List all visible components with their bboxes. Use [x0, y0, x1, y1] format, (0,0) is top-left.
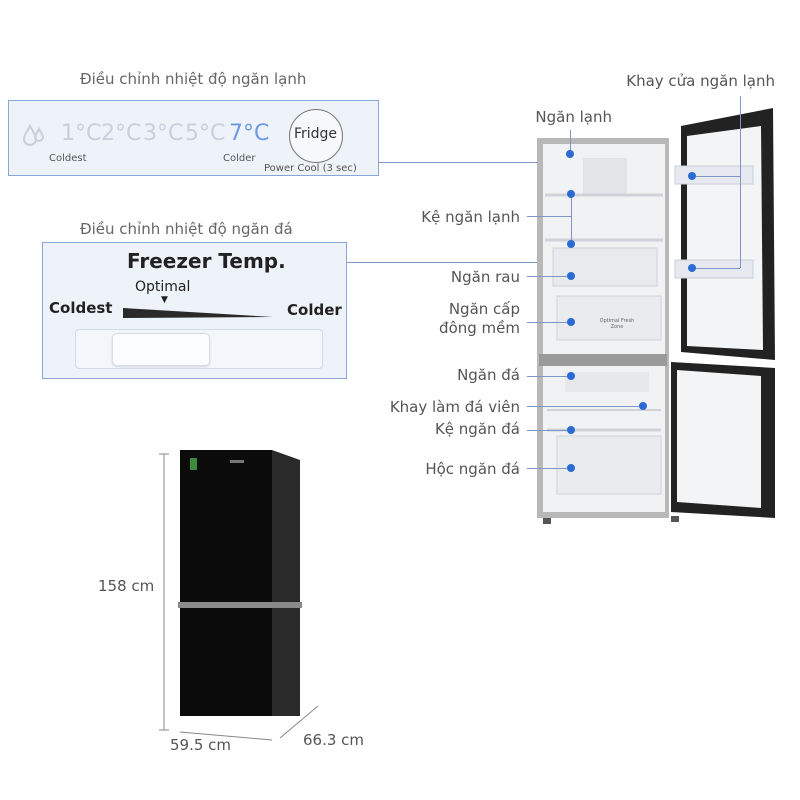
callout-fridge: Ngăn lạnh: [535, 108, 612, 126]
leader-soft-freeze: [527, 322, 571, 323]
freezer-control-panel: Freezer Temp. Optimal ▼ Coldest Colder: [42, 242, 347, 379]
callout-freezer: Ngăn đá: [457, 366, 520, 384]
power-cool-caption: Power Cool (3 sec): [264, 163, 357, 174]
leader-vegetable: [527, 276, 571, 277]
drawer-text-line1: Optimal Fresh: [600, 318, 635, 324]
leader-fridge-shelf: [527, 216, 571, 217]
dot-freezer-box: [567, 464, 575, 472]
leader-door-tray-v2: [740, 176, 741, 268]
dot-ice-tray: [639, 402, 647, 410]
dot-door-tray: [688, 172, 696, 180]
leader-fridge-shelf-v: [571, 194, 572, 244]
dot-soft-freeze: [567, 318, 575, 326]
slider-knob[interactable]: [112, 333, 210, 366]
freezer-control-title: Điều chỉnh nhiệt độ ngăn đá: [80, 220, 293, 238]
callout-soft-freeze-line2: đông mềm: [439, 319, 520, 337]
fridge-control-panel: 1°C 2°C 3°C 5°C 7°C Coldest Colder Fridg…: [8, 100, 379, 176]
dot-fridge-shelf-1: [567, 190, 575, 198]
callout-fridge-shelf: Kệ ngăn lạnh: [421, 208, 520, 226]
fridge-closed-illustration: [159, 450, 319, 741]
leader-freezer: [527, 376, 571, 377]
temp-2[interactable]: 2°C: [101, 121, 142, 146]
callout-freezer-shelf: Kệ ngăn đá: [434, 420, 520, 438]
fridge-panel-connector: [379, 162, 641, 163]
temp-1[interactable]: 1°C: [61, 121, 102, 146]
freezer-temp-heading: Freezer Temp.: [127, 249, 286, 273]
dimension-depth: 66.3 cm: [303, 731, 365, 749]
fridge-button-label: Fridge: [293, 126, 338, 142]
callout-soft-freeze-line1: Ngăn cấp: [448, 300, 520, 318]
dimension-width: 59.5 cm: [170, 736, 232, 754]
dot-fridge-shelf-2: [567, 240, 575, 248]
callout-vegetable: Ngăn rau: [450, 268, 520, 286]
temp-5[interactable]: 5°C: [185, 121, 226, 146]
dot-vegetable: [567, 272, 575, 280]
temp-7[interactable]: 7°C: [229, 121, 270, 146]
leader-door-tray: [740, 96, 741, 176]
dot-fridge: [566, 150, 574, 158]
leader-fridge: [570, 130, 571, 156]
freezer-colder-label: Colder: [287, 301, 342, 319]
drawer-text-line2: Zone: [611, 324, 624, 330]
water-drop-icon: [21, 123, 47, 151]
leader-door-tray-h: [692, 176, 740, 177]
dot-freezer: [567, 372, 575, 380]
optimal-marker-icon: ▼: [161, 295, 168, 305]
dimension-height: 158 cm: [98, 577, 155, 595]
fridge-open-illustration: Optimal Fresh Zone: [537, 108, 775, 524]
leader-ice-tray: [527, 406, 643, 407]
fridge-colder-label: Colder: [223, 153, 256, 164]
leader-freezer-box: [527, 468, 571, 469]
temp-3[interactable]: 3°C: [143, 121, 184, 146]
leader-door-tray-h2: [692, 268, 740, 269]
dot-freezer-shelf: [567, 426, 575, 434]
temp-wedge: [123, 308, 273, 318]
optimal-label: Optimal: [135, 279, 191, 295]
callout-ice-tray: Khay làm đá viên: [389, 398, 520, 416]
fridge-button[interactable]: Fridge: [289, 109, 343, 163]
dot-door-tray-2: [688, 264, 696, 272]
callout-soft-freeze: Ngăn cấp đông mềm: [439, 300, 520, 338]
fridge-coldest-label: Coldest: [49, 153, 87, 164]
slider-track[interactable]: [75, 329, 323, 369]
freezer-panel-connector: [347, 262, 619, 263]
callout-freezer-box: Hộc ngăn đá: [425, 460, 520, 478]
leader-freezer-shelf: [527, 430, 571, 431]
freezer-coldest-label: Coldest: [49, 299, 113, 317]
fridge-control-title: Điều chỉnh nhiệt độ ngăn lạnh: [80, 70, 307, 88]
callout-door-tray: Khay cửa ngăn lạnh: [626, 72, 775, 90]
